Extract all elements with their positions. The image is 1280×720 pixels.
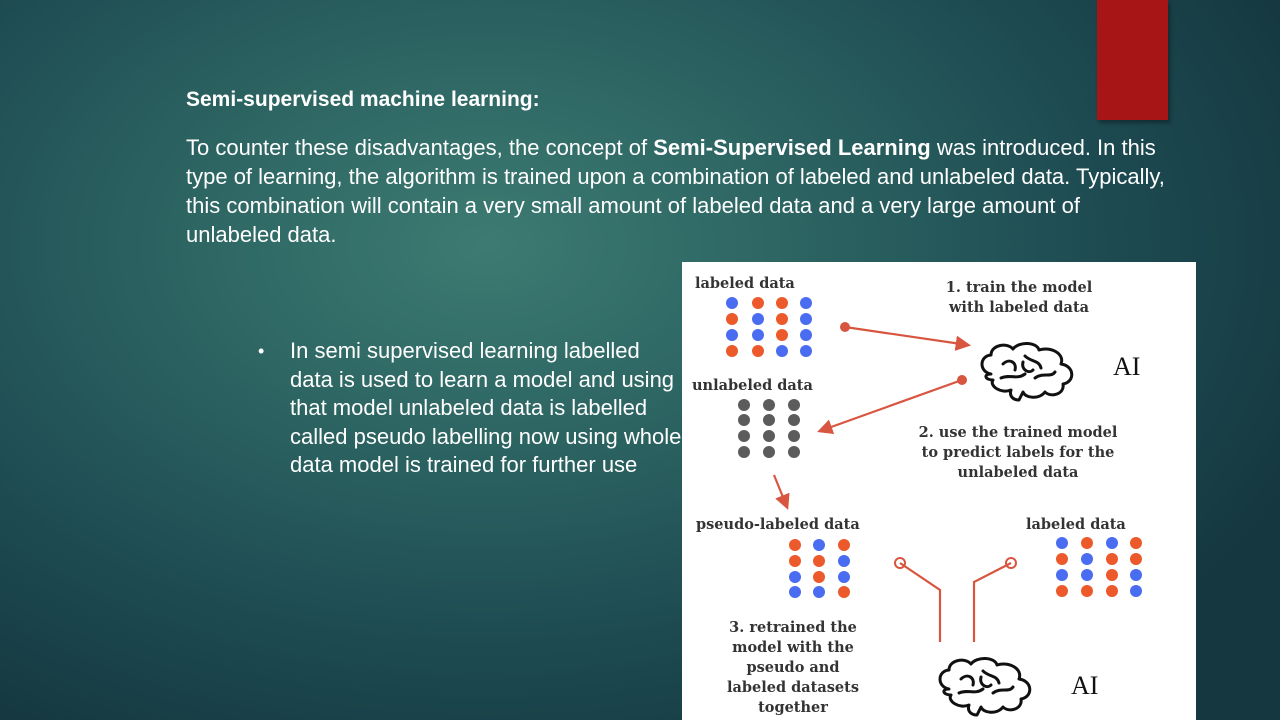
labeled-dot: [1081, 537, 1093, 549]
bullet-item: • In semi supervised learning labelled d…: [258, 337, 688, 480]
labeled-dots-grid-2: [1056, 537, 1142, 597]
pseudo-labeled-dot: [789, 555, 801, 567]
step1-line2: with labeled data: [948, 299, 1090, 316]
labeled-dot: [752, 297, 764, 309]
pseudo-labeled-dot: [813, 571, 825, 583]
unlabeled-dot: [738, 414, 750, 426]
step3-line4: labeled datasets: [727, 679, 859, 696]
intro-text-bold: Semi-Supervised Learning: [653, 135, 931, 160]
arrow-train: [840, 322, 972, 351]
unlabeled-dots-grid: [738, 399, 800, 458]
intro-text-after: was introduced. In this type of learning…: [186, 135, 1165, 247]
labeled-dot: [1056, 569, 1068, 581]
labeled-dot: [800, 329, 812, 341]
ai-label-1: AI: [1113, 352, 1140, 381]
labeled-dot: [800, 297, 812, 309]
step2-line1: 2. use the trained model: [919, 424, 1118, 441]
arrow-predict: [817, 375, 967, 435]
accent-bar: [1097, 0, 1168, 120]
labeled-data-label: labeled data: [695, 275, 795, 292]
labeled-dot: [800, 313, 812, 325]
step3-line3: pseudo and: [746, 659, 839, 676]
pseudo-labeled-dot: [838, 539, 850, 551]
step1-line1: 1. train the model: [946, 279, 1093, 296]
unlabeled-dot: [763, 446, 775, 458]
unlabeled-dot: [738, 399, 750, 411]
labeled-dot: [1106, 569, 1118, 581]
labeled-dot: [1081, 585, 1093, 597]
ai-label-2: AI: [1071, 671, 1098, 700]
pseudo-labeled-data-label: pseudo-labeled data: [696, 516, 860, 533]
intro-text-before: To counter these disadvantages, the conc…: [186, 135, 654, 160]
labeled-dot: [752, 313, 764, 325]
brain-icon: [980, 342, 1074, 402]
brain-icon: [938, 657, 1032, 717]
unlabeled-dot: [788, 399, 800, 411]
pseudo-labeled-dot: [813, 586, 825, 598]
slide-heading: Semi-supervised machine learning:: [186, 88, 540, 111]
labeled-dot: [776, 329, 788, 341]
labeled-dot: [752, 345, 764, 357]
labeled-dot: [726, 297, 738, 309]
unlabeled-dot: [788, 414, 800, 426]
labeled-dot: [1130, 537, 1142, 549]
unlabeled-dot: [738, 446, 750, 458]
unlabeled-dot: [788, 430, 800, 442]
pseudo-labeled-dot: [789, 539, 801, 551]
labeled-dot: [1081, 569, 1093, 581]
bullet-marker: •: [258, 341, 265, 361]
step2-line3: unlabeled data: [958, 464, 1080, 481]
labeled-dot: [726, 313, 738, 325]
pseudo-labeled-dot: [838, 571, 850, 583]
labeled-dots-grid: [726, 297, 812, 357]
labeled-dot: [800, 345, 812, 357]
unlabeled-dot: [763, 399, 775, 411]
step3-line1: 3. retrained the: [729, 619, 857, 636]
pseudo-labeled-dot: [813, 539, 825, 551]
labeled-dot: [776, 313, 788, 325]
step2-line2: to predict labels for the: [922, 444, 1115, 461]
pseudo-labeled-dot: [838, 586, 850, 598]
pseudo-labeled-dot: [838, 555, 850, 567]
unlabeled-data-label: unlabeled data: [692, 377, 814, 394]
labeled-dot: [1130, 585, 1142, 597]
step3-line5: together: [758, 699, 828, 716]
labeled-dot: [1056, 585, 1068, 597]
labeled-dot: [726, 345, 738, 357]
pseudo-labeled-dot: [789, 571, 801, 583]
unlabeled-dot: [738, 430, 750, 442]
unlabeled-dot: [788, 446, 800, 458]
bullet-text: In semi supervised learning labelled dat…: [290, 338, 682, 478]
arrow-pseudo: [772, 474, 790, 510]
unlabeled-dot: [763, 414, 775, 426]
labeled-dot: [1106, 553, 1118, 565]
pseudo-labeled-dot: [789, 586, 801, 598]
step3-line2: model with the: [732, 639, 854, 656]
labeled-dot: [726, 329, 738, 341]
bullet-list: • In semi supervised learning labelled d…: [258, 337, 688, 480]
labeled-dot: [1056, 537, 1068, 549]
pseudo-labeled-dot: [813, 555, 825, 567]
labeled-data-label-2: labeled data: [1026, 516, 1126, 533]
pseudo-labeled-dots-grid: [789, 539, 850, 598]
connector-left: [894, 557, 942, 642]
labeled-dot: [1081, 553, 1093, 565]
labeled-dot: [1106, 537, 1118, 549]
labeled-dot: [1130, 569, 1142, 581]
intro-paragraph: To counter these disadvantages, the conc…: [186, 133, 1166, 249]
connector-right: [972, 557, 1017, 642]
semi-supervised-diagram: labeled data 1. train the model with lab…: [682, 262, 1196, 720]
unlabeled-dot: [763, 430, 775, 442]
labeled-dot: [776, 345, 788, 357]
labeled-dot: [1106, 585, 1118, 597]
labeled-dot: [776, 297, 788, 309]
labeled-dot: [1056, 553, 1068, 565]
labeled-dot: [1130, 553, 1142, 565]
labeled-dot: [752, 329, 764, 341]
